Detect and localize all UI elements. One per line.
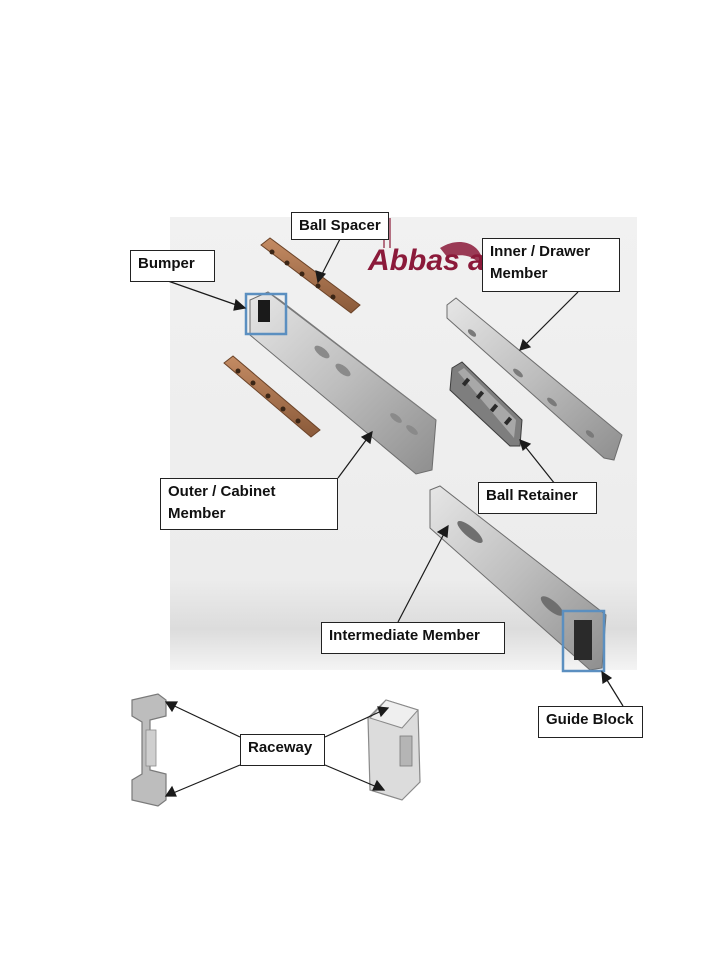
- leader-inner-drawer: [519, 291, 579, 351]
- inner-drawer-rail: [446, 297, 623, 461]
- leader-bumper: [167, 280, 246, 309]
- label-ball-retainer: Ball Retainer: [478, 482, 597, 514]
- label-inner-drawer-line2: Member: [490, 265, 548, 282]
- label-ball-spacer: Ball Spacer: [291, 212, 389, 240]
- raceway-left-part: [131, 693, 167, 807]
- label-guide-block: Guide Block: [538, 706, 643, 738]
- leader-raceway-right-bottom: [324, 764, 385, 791]
- arrowhead-outer-cabinet: [360, 430, 373, 445]
- arrowhead-raceway-right-top: [377, 706, 390, 718]
- arrowhead-ball-retainer: [519, 438, 532, 452]
- label-bumper: Bumper: [130, 250, 215, 282]
- outer-cabinet-rail: [249, 291, 437, 475]
- guide-block-highlight-box: [561, 609, 606, 673]
- leader-raceway-left-top: [165, 701, 241, 738]
- abbas-ali-logo: Abbas ali: [367, 218, 502, 277]
- label-raceway: Raceway: [240, 734, 325, 766]
- label-outer-cabinet-member: Outer / Cabinet Member: [160, 478, 338, 530]
- arrowhead-ball-spacer: [315, 270, 327, 284]
- leader-intermediate: [397, 525, 449, 623]
- arrowhead-guide-block: [601, 670, 613, 685]
- leader-raceway-right-top: [324, 707, 389, 738]
- arrowhead-raceway-right-bottom: [372, 779, 386, 791]
- arrowhead-intermediate: [436, 524, 449, 538]
- ball-spacer-top: [260, 237, 361, 314]
- leader-raceway-left-bottom: [165, 764, 241, 797]
- ball-spacer-bottom: [223, 355, 321, 438]
- arrowhead-bumper: [233, 298, 247, 311]
- leader-lines: [164, 238, 624, 797]
- label-intermediate-member: Intermediate Member: [321, 622, 505, 654]
- bumper-highlight-box: [244, 292, 288, 336]
- arrowhead-inner-drawer: [519, 338, 532, 351]
- label-outer-cabinet-line1: Outer / Cabinet: [168, 483, 276, 500]
- ball-retainer-part: [449, 361, 523, 447]
- arrowhead-raceway-left-bottom: [164, 785, 177, 797]
- arrowhead-raceway-left-top: [164, 701, 179, 713]
- label-outer-cabinet-line2: Member: [168, 505, 226, 522]
- label-inner-drawer-line1: Inner / Drawer: [490, 243, 591, 260]
- label-inner-drawer-member: Inner / Drawer Member: [482, 238, 620, 292]
